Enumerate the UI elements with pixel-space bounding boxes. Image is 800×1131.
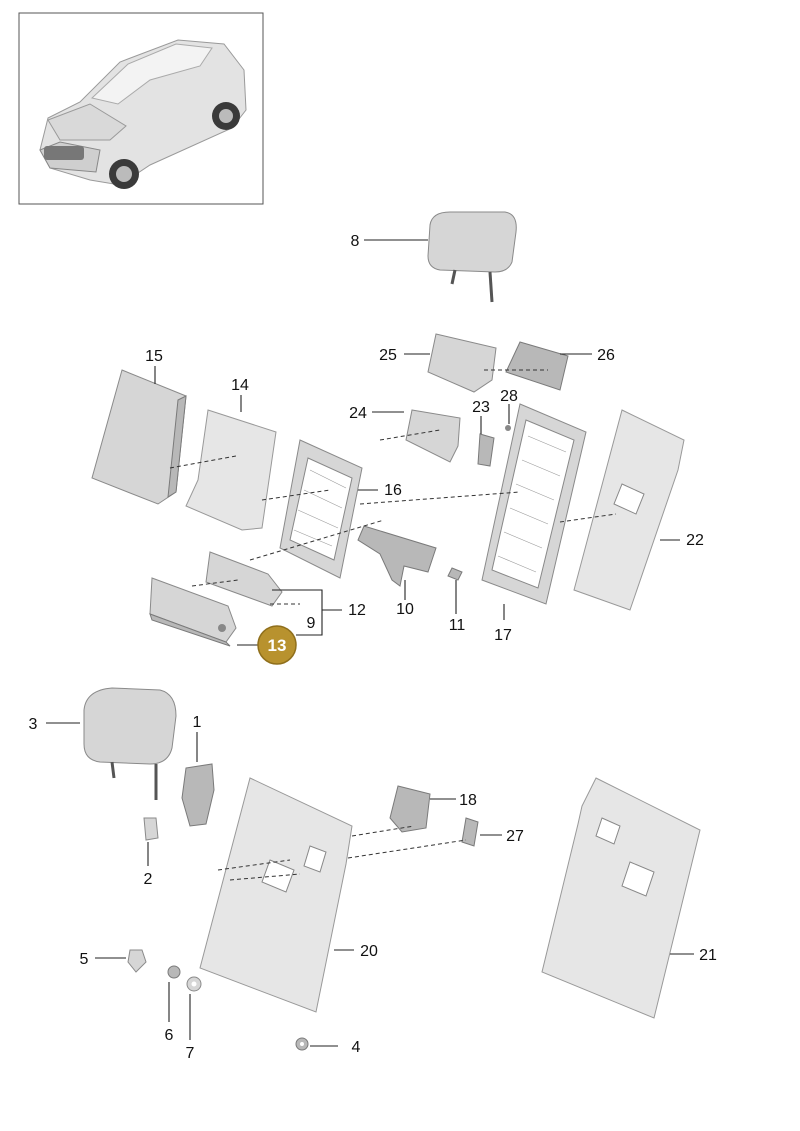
label-18: 18 <box>459 792 477 809</box>
part-2-guide <box>143 817 159 841</box>
label-1: 1 <box>193 714 202 731</box>
part-3-headrest <box>83 687 177 800</box>
label-6: 6 <box>165 1027 174 1044</box>
part-16-backrest-frame <box>279 439 363 579</box>
part-17-frame <box>481 403 587 605</box>
part-1-guide <box>181 763 215 827</box>
part-22-cover <box>573 409 685 611</box>
label-9: 9 <box>307 615 316 632</box>
label-4: 4 <box>352 1039 361 1056</box>
part-9-12-13-armrest <box>149 551 283 647</box>
label-8: 8 <box>351 233 360 250</box>
part-15-backrest-cover <box>91 369 187 505</box>
label-21: 21 <box>699 947 717 964</box>
label-3: 3 <box>29 716 38 733</box>
vehicle-thumbnail <box>18 12 264 205</box>
label-20: 20 <box>360 943 378 960</box>
part-27-clip <box>461 817 479 847</box>
label-17: 17 <box>494 627 512 644</box>
part-25-26-brackets <box>427 333 569 393</box>
label-2: 2 <box>144 871 153 888</box>
part-10-bracket <box>357 525 437 587</box>
part-14-backrest-panel <box>185 409 277 531</box>
label-12: 12 <box>348 602 366 619</box>
part-24-latch <box>405 409 461 463</box>
highlight-circle <box>257 625 297 665</box>
leader-lines <box>46 239 694 1047</box>
label-10: 10 <box>396 601 414 618</box>
label-13: 13 <box>268 636 287 655</box>
label-7: 7 <box>186 1045 195 1062</box>
part-labels: 8 25 26 15 14 24 23 28 16 22 12 9 10 11 … <box>29 233 717 1062</box>
label-25: 25 <box>379 347 397 364</box>
highlight-badge-13[interactable]: 13 <box>257 625 297 665</box>
label-24: 24 <box>349 405 367 422</box>
label-11: 11 <box>449 617 466 634</box>
label-16: 16 <box>384 482 402 499</box>
part-11-screw <box>447 567 463 581</box>
part-20-panel <box>199 777 353 1013</box>
part-21-panel <box>541 777 701 1019</box>
part-4-nut <box>295 1037 309 1051</box>
label-23: 23 <box>472 399 490 416</box>
label-22: 22 <box>686 532 704 549</box>
label-27: 27 <box>506 828 524 845</box>
car-illustration <box>39 39 247 189</box>
label-15: 15 <box>145 348 163 365</box>
assembly-lines <box>169 369 617 881</box>
part-5-6-7-fasteners <box>127 949 202 992</box>
label-28: 28 <box>500 388 518 405</box>
part-18-latch <box>389 785 431 833</box>
label-26: 26 <box>597 347 615 364</box>
part-23-28-hardware <box>477 425 511 467</box>
label-5: 5 <box>80 951 89 968</box>
part-8-headrest <box>427 211 517 303</box>
label-14: 14 <box>231 377 249 394</box>
